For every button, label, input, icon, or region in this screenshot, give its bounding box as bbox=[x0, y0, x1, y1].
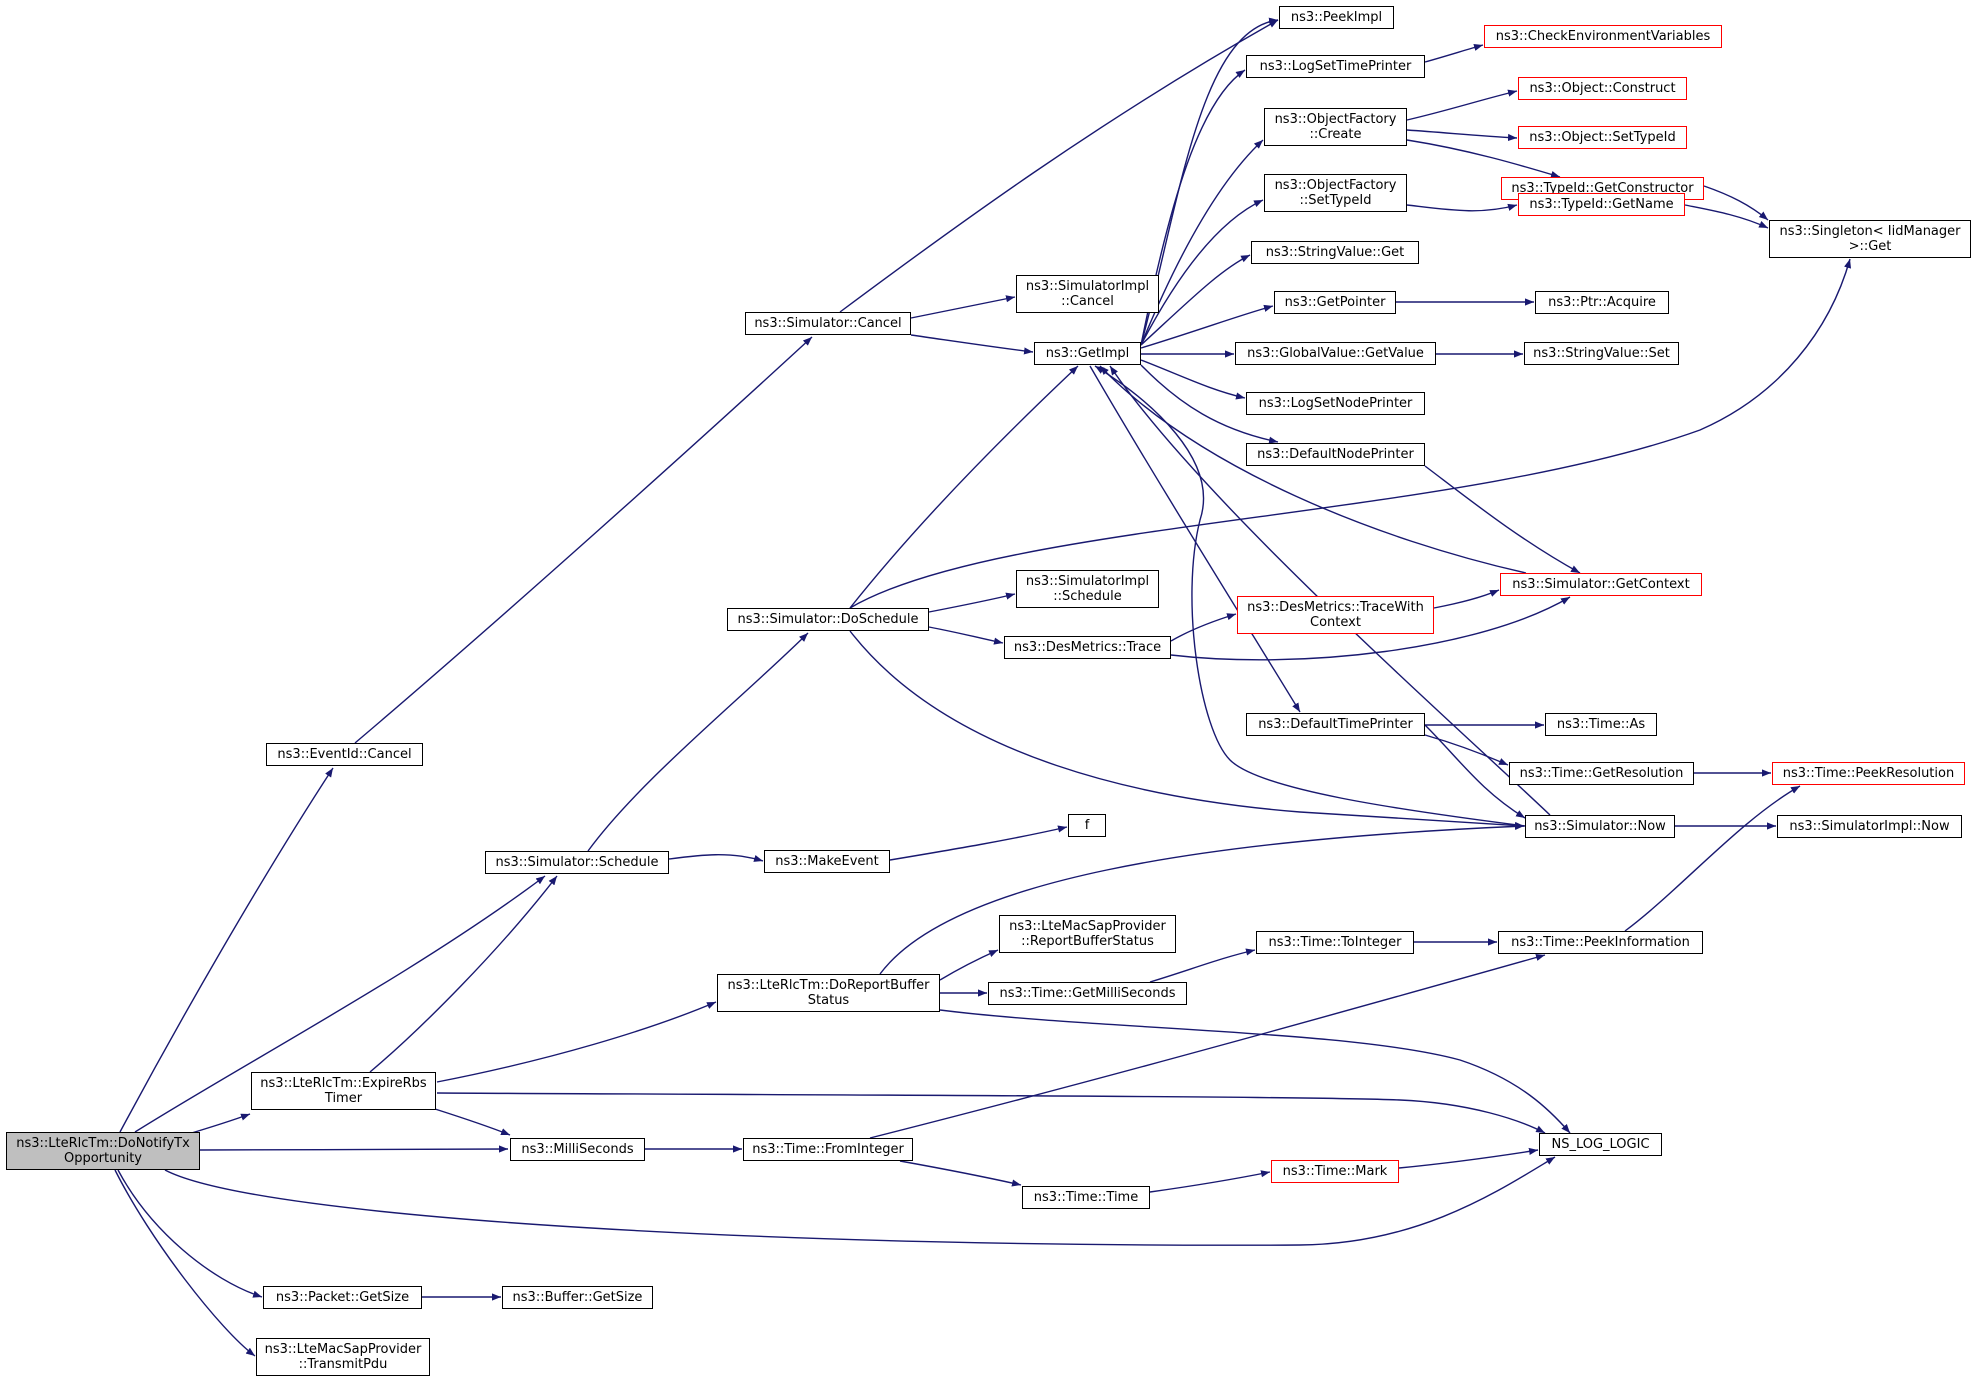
edge-peekinfo-peekresolution bbox=[1624, 785, 1801, 932]
node-makeevent[interactable]: ns3::MakeEvent bbox=[764, 850, 890, 873]
node-object-settypeid[interactable]: ns3::Object::SetTypeId bbox=[1518, 126, 1687, 149]
node-time-frominteger[interactable]: ns3::Time::FromInteger bbox=[743, 1138, 913, 1161]
edge-root-transmit bbox=[114, 1169, 256, 1357]
node-defaulttimeprinter[interactable]: ns3::DefaultTimePrinter bbox=[1246, 713, 1425, 736]
node-eventid-cancel[interactable]: ns3::EventId::Cancel bbox=[266, 743, 423, 766]
node-logsetnodeprinter[interactable]: ns3::LogSetNodePrinter bbox=[1246, 392, 1425, 415]
edge-getimpl-defaulttimeprinter bbox=[1089, 365, 1301, 713]
node-simimpl-cancel[interactable]: ns3::SimulatorImpl ::Cancel bbox=[1016, 275, 1159, 313]
edge-report-nslog bbox=[939, 1009, 1571, 1134]
node-expire-rbs[interactable]: ns3::LteRlcTm::ExpireRbs Timer bbox=[251, 1072, 436, 1110]
edge-timetime-mark bbox=[1149, 1170, 1271, 1193]
edge-getname-singleton bbox=[1684, 204, 1769, 229]
node-buffer-getsize[interactable]: ns3::Buffer::GetSize bbox=[502, 1286, 653, 1309]
edge-expire-nslog bbox=[436, 1092, 1546, 1134]
edge-ofcreate-objectsettypeid bbox=[1406, 129, 1518, 142]
edge-expire-report bbox=[436, 1001, 717, 1083]
node-simimpl-now[interactable]: ns3::SimulatorImpl::Now bbox=[1777, 815, 1962, 838]
node-check-env[interactable]: ns3::CheckEnvironmentVariables bbox=[1484, 25, 1722, 48]
node-trace-with-context[interactable]: ns3::DesMetrics::TraceWith Context bbox=[1237, 596, 1434, 634]
node-time-time[interactable]: ns3::Time::Time bbox=[1022, 1186, 1150, 1209]
node-time-getresolution[interactable]: ns3::Time::GetResolution bbox=[1509, 762, 1694, 785]
node-getimpl[interactable]: ns3::GetImpl bbox=[1034, 342, 1141, 365]
node-transmit-pdu[interactable]: ns3::LteMacSapProvider ::TransmitPdu bbox=[256, 1338, 430, 1376]
node-singleton-get[interactable]: ns3::Singleton< IidManager >::Get bbox=[1769, 220, 1971, 258]
node-packet-getsize[interactable]: ns3::Packet::GetSize bbox=[263, 1286, 422, 1309]
edge-frominteger-timetime bbox=[899, 1160, 1022, 1187]
node-milliseconds[interactable]: ns3::MilliSeconds bbox=[510, 1138, 645, 1161]
node-getpointer[interactable]: ns3::GetPointer bbox=[1274, 291, 1396, 314]
edge-expire-milliseconds bbox=[434, 1108, 511, 1136]
node-time-peekinformation[interactable]: ns3::Time::PeekInformation bbox=[1498, 931, 1703, 954]
edge-getimpl-logsetnodeprinter bbox=[1140, 359, 1246, 400]
node-getmilliseconds[interactable]: ns3::Time::GetMilliSeconds bbox=[988, 982, 1187, 1005]
node-simimpl-schedule[interactable]: ns3::SimulatorImpl ::Schedule bbox=[1016, 570, 1159, 608]
edge-report-reportbufferstatus bbox=[939, 949, 999, 981]
edge-doschedule-simimplschedule bbox=[928, 592, 1016, 613]
edge-schedule-doschedule bbox=[587, 632, 809, 852]
edge-root-packet bbox=[117, 1169, 263, 1298]
edge-getimpl-ofsettypeid bbox=[1140, 199, 1264, 346]
node-time-as[interactable]: ns3::Time::As bbox=[1545, 713, 1657, 736]
edge-root-milliseconds bbox=[199, 1145, 509, 1153]
edge-getconstructor-singleton bbox=[1703, 185, 1769, 221]
node-sim-now[interactable]: ns3::Simulator::Now bbox=[1525, 815, 1675, 838]
edge-expire-schedule bbox=[369, 875, 558, 1073]
node-peekimpl[interactable]: ns3::PeekImpl bbox=[1279, 6, 1394, 29]
node-desmetrics-trace[interactable]: ns3::DesMetrics::Trace bbox=[1004, 636, 1171, 659]
node-of-settypeid[interactable]: ns3::ObjectFactory ::SetTypeId bbox=[1264, 174, 1407, 212]
node-stringvalue-set[interactable]: ns3::StringValue::Set bbox=[1524, 342, 1679, 365]
edge-schedule-makeevent bbox=[668, 854, 764, 862]
edge-tracewithcontext-getcontext bbox=[1433, 589, 1500, 609]
node-ns-log-logic[interactable]: NS_LOG_LOGIC bbox=[1539, 1133, 1662, 1156]
node-typeid-getname[interactable]: ns3::TypeId::GetName bbox=[1518, 193, 1685, 216]
node-report-buffer-status[interactable]: ns3::LteMacSapProvider ::ReportBufferSta… bbox=[999, 915, 1176, 953]
node-time-mark[interactable]: ns3::Time::Mark bbox=[1271, 1160, 1399, 1183]
edge-defaultnodeprinter-getcontext bbox=[1424, 465, 1581, 574]
node-object-construct[interactable]: ns3::Object::Construct bbox=[1518, 77, 1687, 100]
edge-ofcreate-objectconstruct bbox=[1406, 89, 1518, 121]
node-sim-cancel[interactable]: ns3::Simulator::Cancel bbox=[745, 312, 911, 335]
edge-ofsettypeid-typeidgetname bbox=[1406, 203, 1518, 212]
edge-simcancel-peekimpl bbox=[839, 19, 1279, 313]
node-time-peekresolution[interactable]: ns3::Time::PeekResolution bbox=[1772, 762, 1965, 785]
node-sim-getcontext[interactable]: ns3::Simulator::GetContext bbox=[1500, 573, 1702, 596]
edge-simcancel-getimpl bbox=[910, 334, 1034, 355]
edge-now-getimpl-2 bbox=[1109, 365, 1551, 816]
node-ptr-acquire[interactable]: ns3::Ptr::Acquire bbox=[1535, 291, 1669, 314]
node-root: ns3::LteRlcTm::DoNotifyTx Opportunity bbox=[6, 1132, 200, 1170]
edge-doschedule-trace bbox=[928, 626, 1004, 645]
edge-makeevent-f bbox=[889, 825, 1068, 861]
edge-eventid-simcancel bbox=[354, 336, 813, 744]
edge-frominteger-peekinfo bbox=[869, 953, 1546, 1139]
node-logsettimeprinter[interactable]: ns3::LogSetTimePrinter bbox=[1246, 55, 1425, 78]
node-do-report[interactable]: ns3::LteRlcTm::DoReportBuffer Status bbox=[717, 974, 940, 1012]
node-f[interactable]: f bbox=[1068, 814, 1106, 837]
node-stringvalue-get[interactable]: ns3::StringValue::Get bbox=[1251, 241, 1419, 264]
node-defaultnodeprinter[interactable]: ns3::DefaultNodePrinter bbox=[1246, 443, 1425, 466]
node-time-tointeger[interactable]: ns3::Time::ToInteger bbox=[1256, 931, 1414, 954]
edge-getimpl-ofcreate bbox=[1140, 139, 1264, 346]
edge-trace-tracewithcontext bbox=[1170, 613, 1237, 642]
edge-report-now bbox=[879, 822, 1525, 975]
node-globalvalue-getvalue[interactable]: ns3::GlobalValue::GetValue bbox=[1235, 342, 1436, 365]
edge-simcancel-simimplcancel bbox=[910, 295, 1016, 319]
node-of-create[interactable]: ns3::ObjectFactory ::Create bbox=[1264, 108, 1407, 146]
node-sim-doschedule[interactable]: ns3::Simulator::DoSchedule bbox=[727, 608, 929, 631]
edge-logsettimeprinter-checkenv bbox=[1424, 43, 1484, 63]
edge-mark-nslog bbox=[1398, 1147, 1539, 1169]
node-sim-schedule[interactable]: ns3::Simulator::Schedule bbox=[485, 851, 669, 874]
edge-defaulttimeprinter-getresolution bbox=[1424, 734, 1509, 766]
edge-getmilliseconds-tointeger bbox=[1149, 948, 1256, 983]
